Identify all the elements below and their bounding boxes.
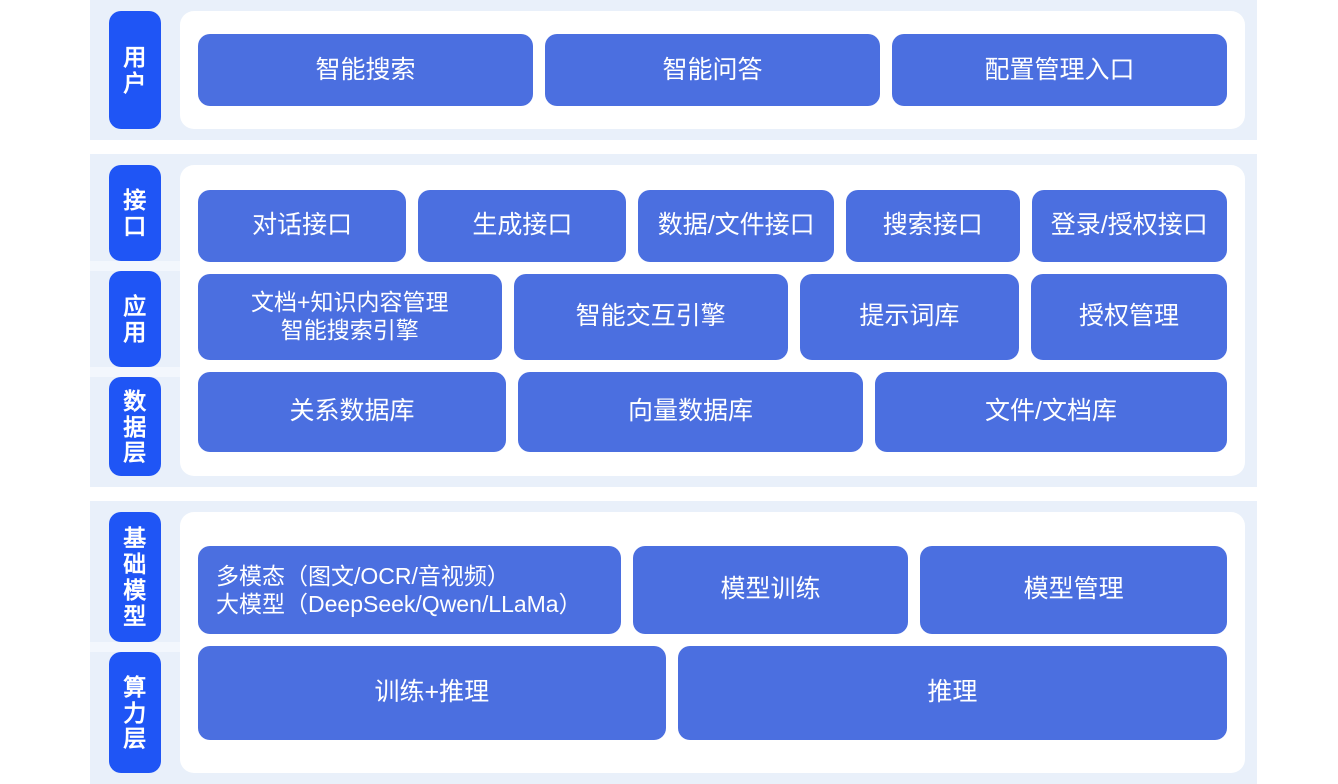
box-model-management[interactable]: 模型管理 — [920, 545, 1227, 634]
rail-separator-3 — [90, 642, 180, 652]
box-file-document-store[interactable]: 文件/文档库 — [875, 371, 1227, 452]
row-data-stores: 关系数据库 向量数据库 文件/文档库 — [198, 371, 1227, 452]
section-gap-2 — [90, 487, 1257, 501]
box-doc-knowledge-management[interactable]: 文档+知识内容管理 智能搜索引擎 — [198, 273, 502, 360]
box-data-file-interface[interactable]: 数据/文件接口 — [638, 189, 834, 262]
box-doc-knowledge-management-line1: 文档+知识内容管理 — [251, 288, 449, 315]
rail-separator-1 — [90, 261, 180, 271]
box-doc-knowledge-management-line2: 智能搜索引擎 — [280, 317, 419, 344]
card-user: 智能搜索 智能问答 配置管理入口 — [180, 11, 1245, 129]
card-foundation: 多模态（图文/OCR/音视频） 大模型（DeepSeek/Qwen/LLaMa）… — [180, 512, 1245, 773]
box-training-inference[interactable]: 训练+推理 — [198, 645, 666, 740]
rail-separator-2 — [90, 367, 180, 377]
row-compute-capabilities: 训练+推理 推理 — [198, 645, 1227, 740]
box-smart-qa[interactable]: 智能问答 — [545, 34, 880, 106]
box-config-management-entry[interactable]: 配置管理入口 — [892, 34, 1227, 106]
rail-label-foundation-model[interactable]: 基础模型 — [109, 512, 161, 642]
rail-label-application[interactable]: 应用 — [109, 271, 161, 367]
section-gap-1 — [90, 140, 1257, 154]
box-model-training[interactable]: 模型训练 — [632, 545, 909, 634]
rail-label-compute-layer-text: 算力层 — [123, 673, 147, 752]
rail-label-application-text: 应用 — [123, 293, 147, 345]
rail-foundation: 基础模型 算力层 — [90, 501, 180, 784]
section-foundation: 基础模型 算力层 多模态（图文/OCR/音视频） 大模型（DeepSeek/Qw… — [90, 501, 1257, 784]
box-smart-search[interactable]: 智能搜索 — [198, 34, 533, 106]
rail-label-data-layer-text: 数据层 — [123, 387, 147, 466]
rail-label-user-text: 用户 — [123, 44, 147, 96]
section-user: 用户 智能搜索 智能问答 配置管理入口 — [90, 0, 1257, 140]
row-api-interfaces: 对话接口 生成接口 数据/文件接口 搜索接口 登录/授权接口 — [198, 189, 1227, 262]
row-application-modules: 文档+知识内容管理 智能搜索引擎 智能交互引擎 提示词库 授权管理 — [198, 273, 1227, 360]
rail-label-foundation-model-text: 基础模型 — [123, 525, 147, 629]
rail-label-api-text: 接口 — [123, 187, 147, 239]
rail-label-compute-layer[interactable]: 算力层 — [109, 652, 161, 773]
box-authorization-management[interactable]: 授权管理 — [1031, 273, 1227, 360]
box-generation-interface[interactable]: 生成接口 — [418, 189, 627, 262]
box-vector-database[interactable]: 向量数据库 — [518, 371, 863, 452]
row-user-entries: 智能搜索 智能问答 配置管理入口 — [198, 34, 1227, 106]
row-model-capabilities: 多模态（图文/OCR/音视频） 大模型（DeepSeek/Qwen/LLaMa）… — [198, 545, 1227, 634]
rail-label-data-layer[interactable]: 数据层 — [109, 377, 161, 476]
box-multimodal-large-model-line2: 大模型（DeepSeek/Qwen/LLaMa） — [216, 591, 582, 618]
box-search-interface[interactable]: 搜索接口 — [845, 189, 1020, 262]
architecture-diagram: 用户 智能搜索 智能问答 配置管理入口 接口 应用 数据层 — [90, 0, 1257, 784]
box-dialog-interface[interactable]: 对话接口 — [198, 189, 407, 262]
rail-label-api[interactable]: 接口 — [109, 165, 161, 261]
box-prompt-library[interactable]: 提示词库 — [799, 273, 1020, 360]
section-middle: 接口 应用 数据层 对话接口 生成接口 数据/文件接口 搜索接口 登录/授权接口… — [90, 154, 1257, 487]
box-multimodal-large-model-line1: 多模态（图文/OCR/音视频） — [216, 562, 510, 589]
box-relational-database[interactable]: 关系数据库 — [198, 371, 506, 452]
box-smart-interaction-engine[interactable]: 智能交互引擎 — [513, 273, 788, 360]
box-login-auth-interface[interactable]: 登录/授权接口 — [1031, 189, 1227, 262]
rail-user: 用户 — [90, 0, 180, 140]
box-multimodal-large-model[interactable]: 多模态（图文/OCR/音视频） 大模型（DeepSeek/Qwen/LLaMa） — [198, 545, 621, 634]
rail-middle: 接口 应用 数据层 — [90, 154, 180, 487]
card-middle: 对话接口 生成接口 数据/文件接口 搜索接口 登录/授权接口 文档+知识内容管理… — [180, 165, 1245, 476]
box-inference[interactable]: 推理 — [677, 645, 1227, 740]
rail-label-user[interactable]: 用户 — [109, 11, 161, 129]
